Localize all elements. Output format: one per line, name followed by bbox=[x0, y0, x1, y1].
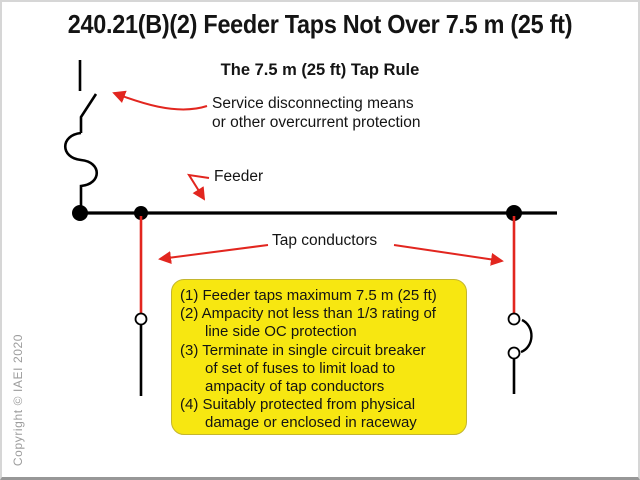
label-service-disconnect: Service disconnecting means or other ove… bbox=[212, 95, 421, 131]
tap-right-callout-arrow bbox=[393, 244, 504, 266]
tap-rule-notes-box: (1) Feeder taps maximum 7.5 m (25 ft) (2… bbox=[171, 279, 467, 435]
circuit-breaker-icon bbox=[507, 312, 533, 360]
label-feeder: Feeder bbox=[214, 168, 264, 185]
service-callout-arrow bbox=[112, 90, 208, 111]
diagram-subtitle: The 7.5 m (25 ft) Tap Rule bbox=[220, 61, 420, 79]
tap-rule-item: (3) Terminate in single circuit breaker … bbox=[180, 341, 426, 396]
terminal-circle bbox=[134, 312, 148, 326]
junction-dot-right-tap bbox=[506, 205, 522, 221]
overcurrent-device-icon bbox=[64, 131, 98, 207]
tap-rule-item: (4) Suitably protected from physical dam… bbox=[180, 396, 417, 432]
tap-rule-item: (2) Ampacity not less than 1/3 rating of… bbox=[180, 305, 436, 341]
tap-conductor-left bbox=[134, 216, 148, 396]
tap-left-callout-arrow bbox=[158, 244, 269, 265]
tap-rule-item: (1) Feeder taps maximum 7.5 m (25 ft) bbox=[180, 287, 437, 304]
junction-dot-service bbox=[72, 205, 88, 221]
page-title: 240.21(B)(2) Feeder Taps Not Over 7.5 m … bbox=[67, 9, 573, 39]
label-tap-conductors: Tap conductors bbox=[272, 232, 378, 249]
junction-dot-left-tap bbox=[134, 206, 148, 220]
copyright-notice: Copyright © IAEI 2020 bbox=[11, 333, 25, 467]
feeder-callout-arrow bbox=[187, 173, 210, 201]
service-disconnect-symbol bbox=[64, 60, 98, 207]
tap-conductor-right bbox=[507, 216, 533, 394]
